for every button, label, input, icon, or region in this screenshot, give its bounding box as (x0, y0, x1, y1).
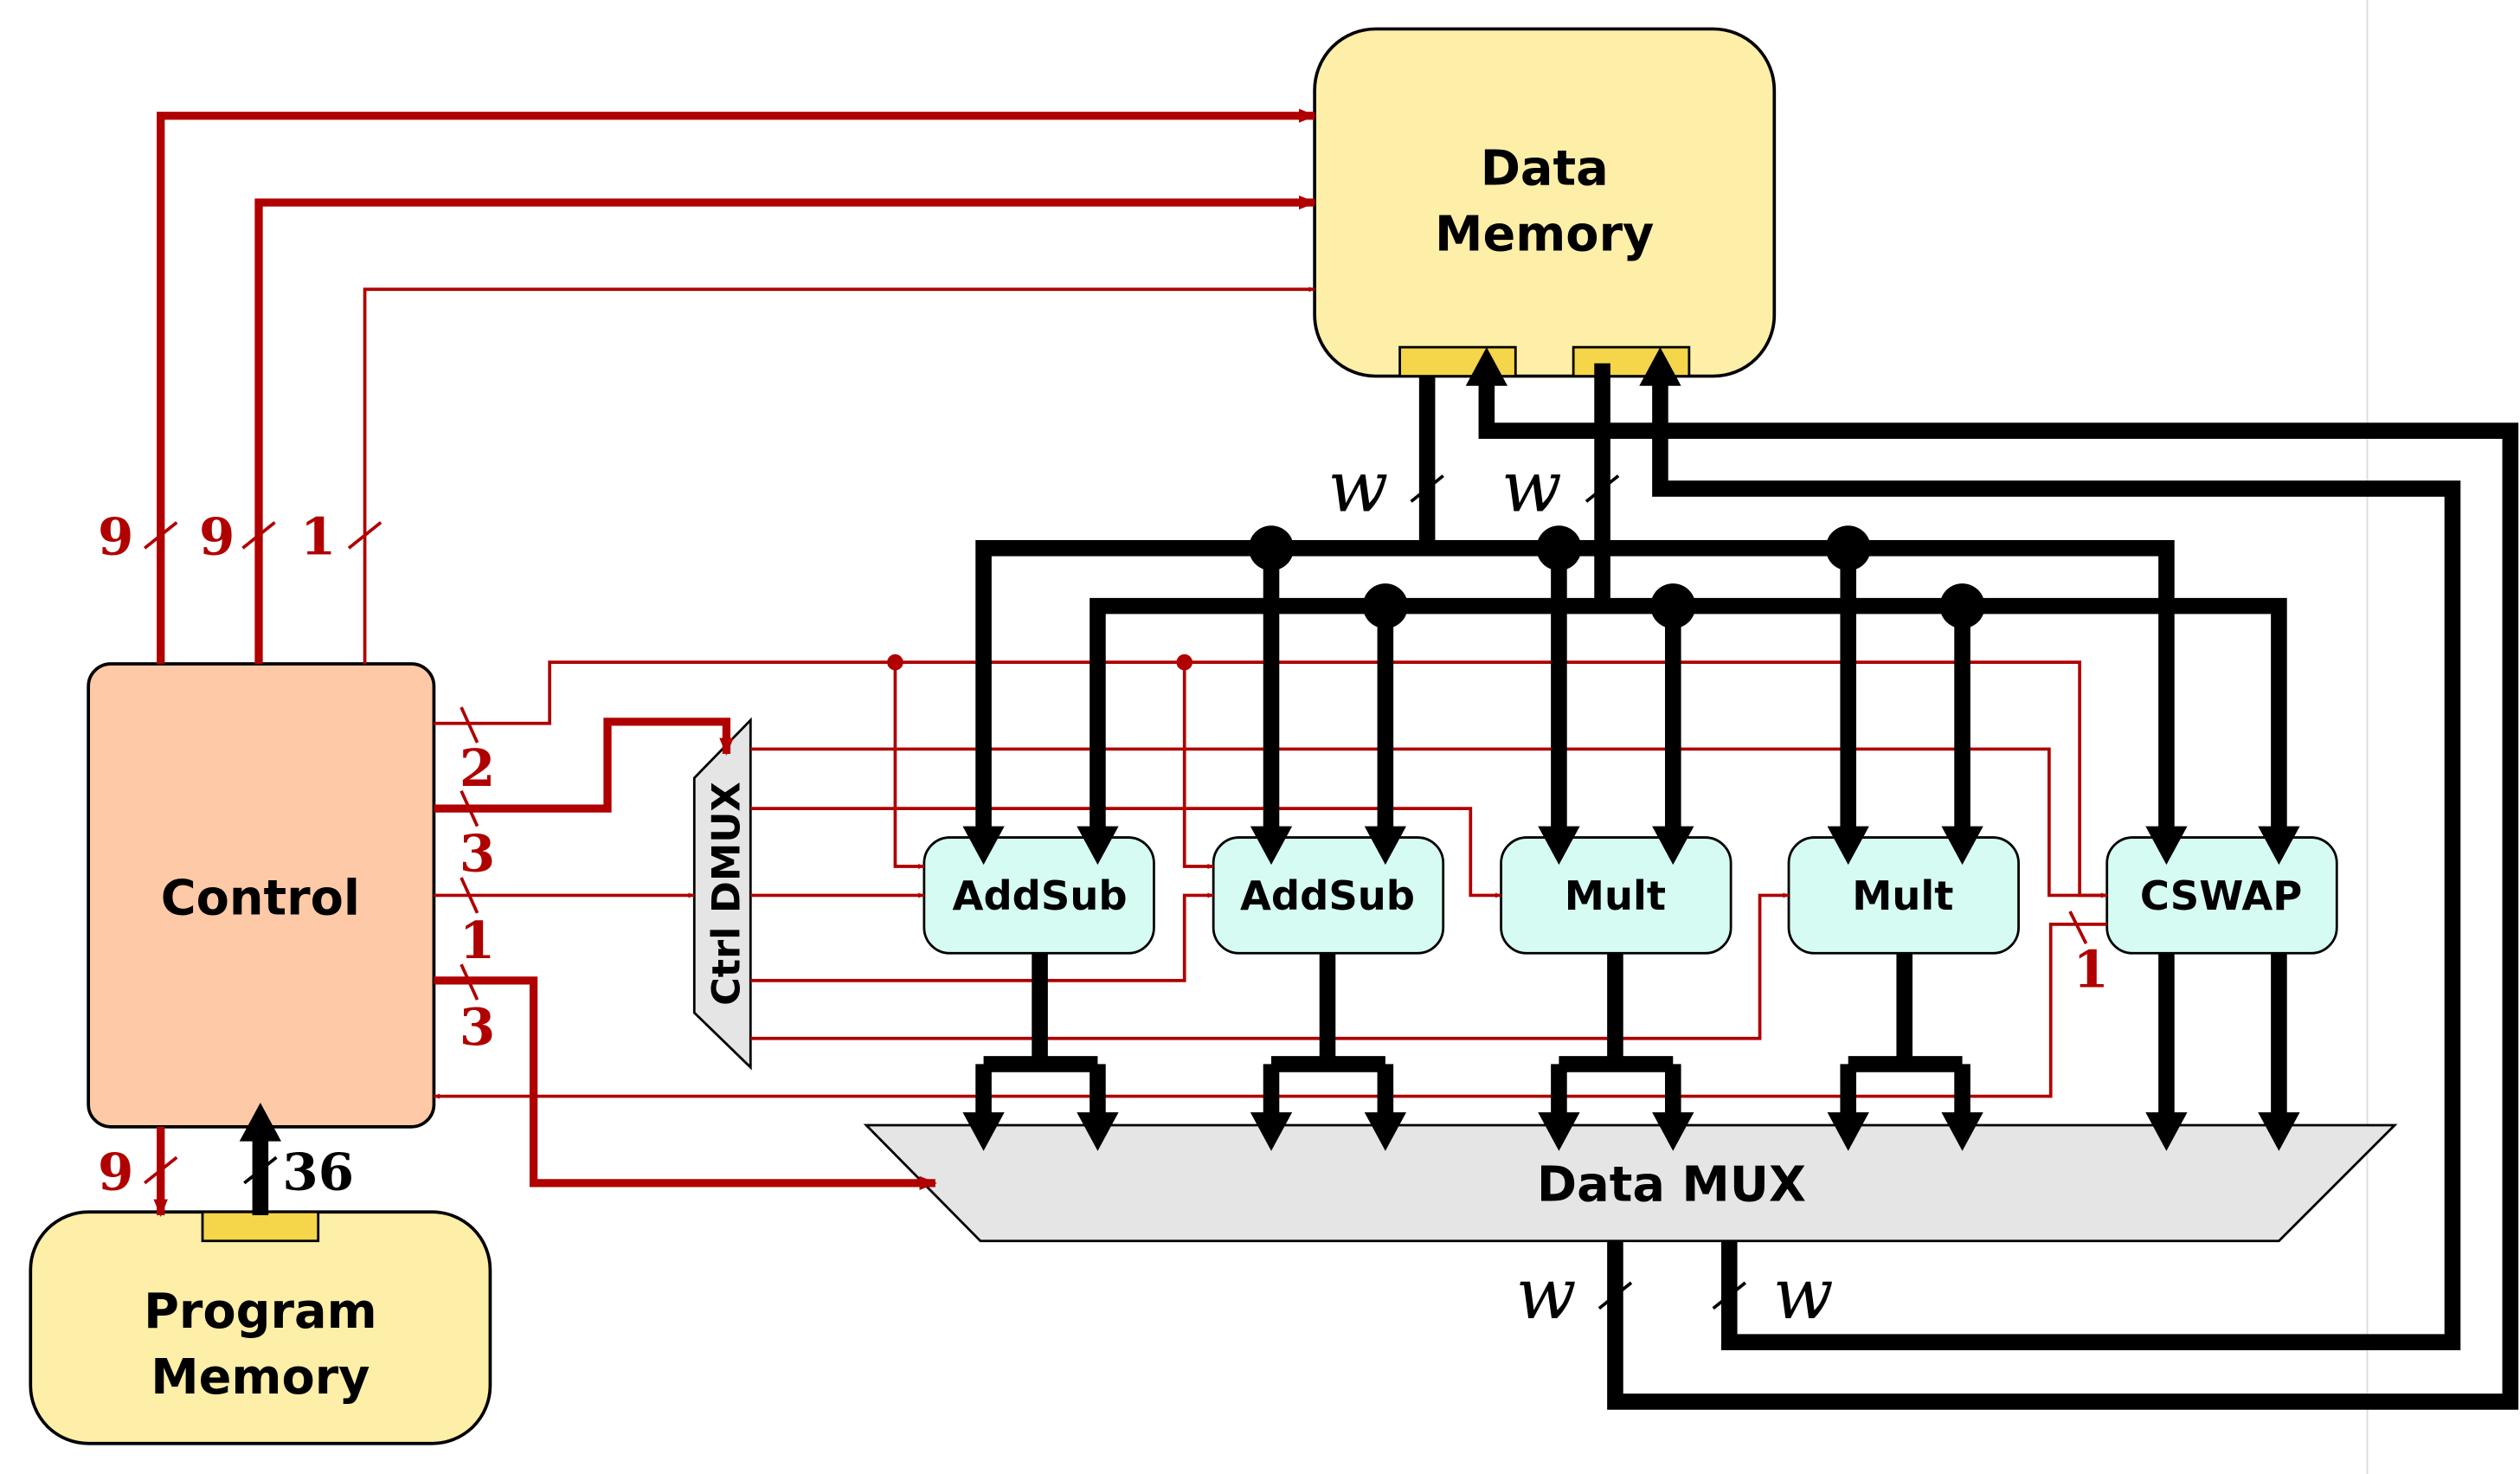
mult-unit-1: Mult (1500, 836, 1732, 955)
label-instruction-width: 36 (282, 1142, 354, 1202)
mult-unit-2: Mult (1787, 836, 2020, 955)
wire-dmux-out-mult2 (750, 892, 1790, 1040)
wire-cswap-feedback (433, 923, 2107, 1099)
label-write-a-width: w (1516, 1253, 1577, 1336)
label-ctrl-3a-width: 3 (460, 824, 495, 885)
addsub-unit-2: AddSub (1212, 836, 1445, 955)
wire-cswap-out (2158, 953, 2287, 1125)
data-mux-label: Data MUX (1537, 1156, 1806, 1213)
wire-dmux-out-cswap (750, 747, 2108, 898)
data-mux-block: Data MUX (863, 1123, 2398, 1243)
wire-mult2-out (1840, 953, 1970, 1125)
wire-dmux-out-mult1 (750, 807, 1502, 898)
label-cswap-bit-width: 1 (2073, 939, 2108, 1000)
control-label: Control (161, 871, 360, 927)
control-block: Control (87, 662, 436, 1129)
wire-addsub1-out (975, 953, 1106, 1125)
data-arrowheads (239, 347, 2300, 1151)
addsub-1-label: AddSub (953, 872, 1128, 919)
addsub-2-label: AddSub (1240, 872, 1415, 919)
cswap-label: CSWAP (2140, 872, 2302, 919)
label-read-a-width: w (1328, 447, 1388, 529)
wire-ctrl-3b (434, 976, 937, 1191)
wire-ctrl-3a (434, 718, 734, 813)
data-memory-label-line1: Data (1481, 141, 1609, 197)
wire-addsub2-out (1263, 953, 1394, 1125)
label-addr-a-width: 9 (98, 507, 133, 568)
wire-ctrl-2-addsub2 (1182, 662, 1214, 869)
data-junction-dots (1249, 525, 1985, 629)
label-read-b-width: w (1501, 447, 1562, 529)
wire-write-enable (363, 286, 1315, 664)
wire-read-a-bus (975, 540, 2175, 838)
label-write-b-width: w (1773, 1253, 1834, 1336)
program-memory-label-line1: Program (144, 1284, 377, 1340)
wire-mult1-out (1551, 953, 1681, 1125)
data-bus-slashes (243, 474, 1747, 1310)
ctrl-dmux-label: Ctrl DMUX (704, 782, 749, 1006)
mult-2-label: Mult (1852, 872, 1953, 919)
wire-write-a (1478, 379, 2519, 1410)
program-memory-label-line2: Memory (151, 1349, 370, 1406)
wire-dmux-out-addsub2 (750, 892, 1214, 982)
control-wires (153, 108, 2108, 1218)
ctrl-dmux-block: Ctrl DMUX (692, 717, 752, 1071)
data-memory-label-line2: Memory (1435, 207, 1654, 263)
cswap-unit: CSWAP (2105, 836, 2338, 955)
label-ctrl-3b-width: 3 (460, 997, 495, 1058)
program-memory-port (201, 1210, 320, 1243)
label-write-enable-width: 1 (300, 507, 336, 568)
program-memory-block: Program Memory (29, 1210, 492, 1445)
label-pc-width: 9 (98, 1142, 133, 1202)
addsub-unit-1: AddSub (922, 836, 1155, 955)
label-addr-b-width: 9 (199, 507, 235, 568)
wire-write-b (1652, 379, 2461, 1350)
wire-addr-a (157, 108, 1317, 664)
label-ctrl-2-width: 2 (460, 738, 495, 799)
label-ctrl-1-width: 1 (460, 911, 495, 971)
data-memory-block: Data Memory (1313, 27, 1777, 378)
mult-1-label: Mult (1565, 872, 1666, 919)
wire-addr-b (254, 195, 1317, 664)
wire-ctrl-2-addsub1 (893, 662, 925, 869)
junction-dot-red-2 (1176, 653, 1192, 671)
control-bus-slashes (143, 521, 2088, 1185)
junction-dot-red-1 (887, 653, 903, 671)
